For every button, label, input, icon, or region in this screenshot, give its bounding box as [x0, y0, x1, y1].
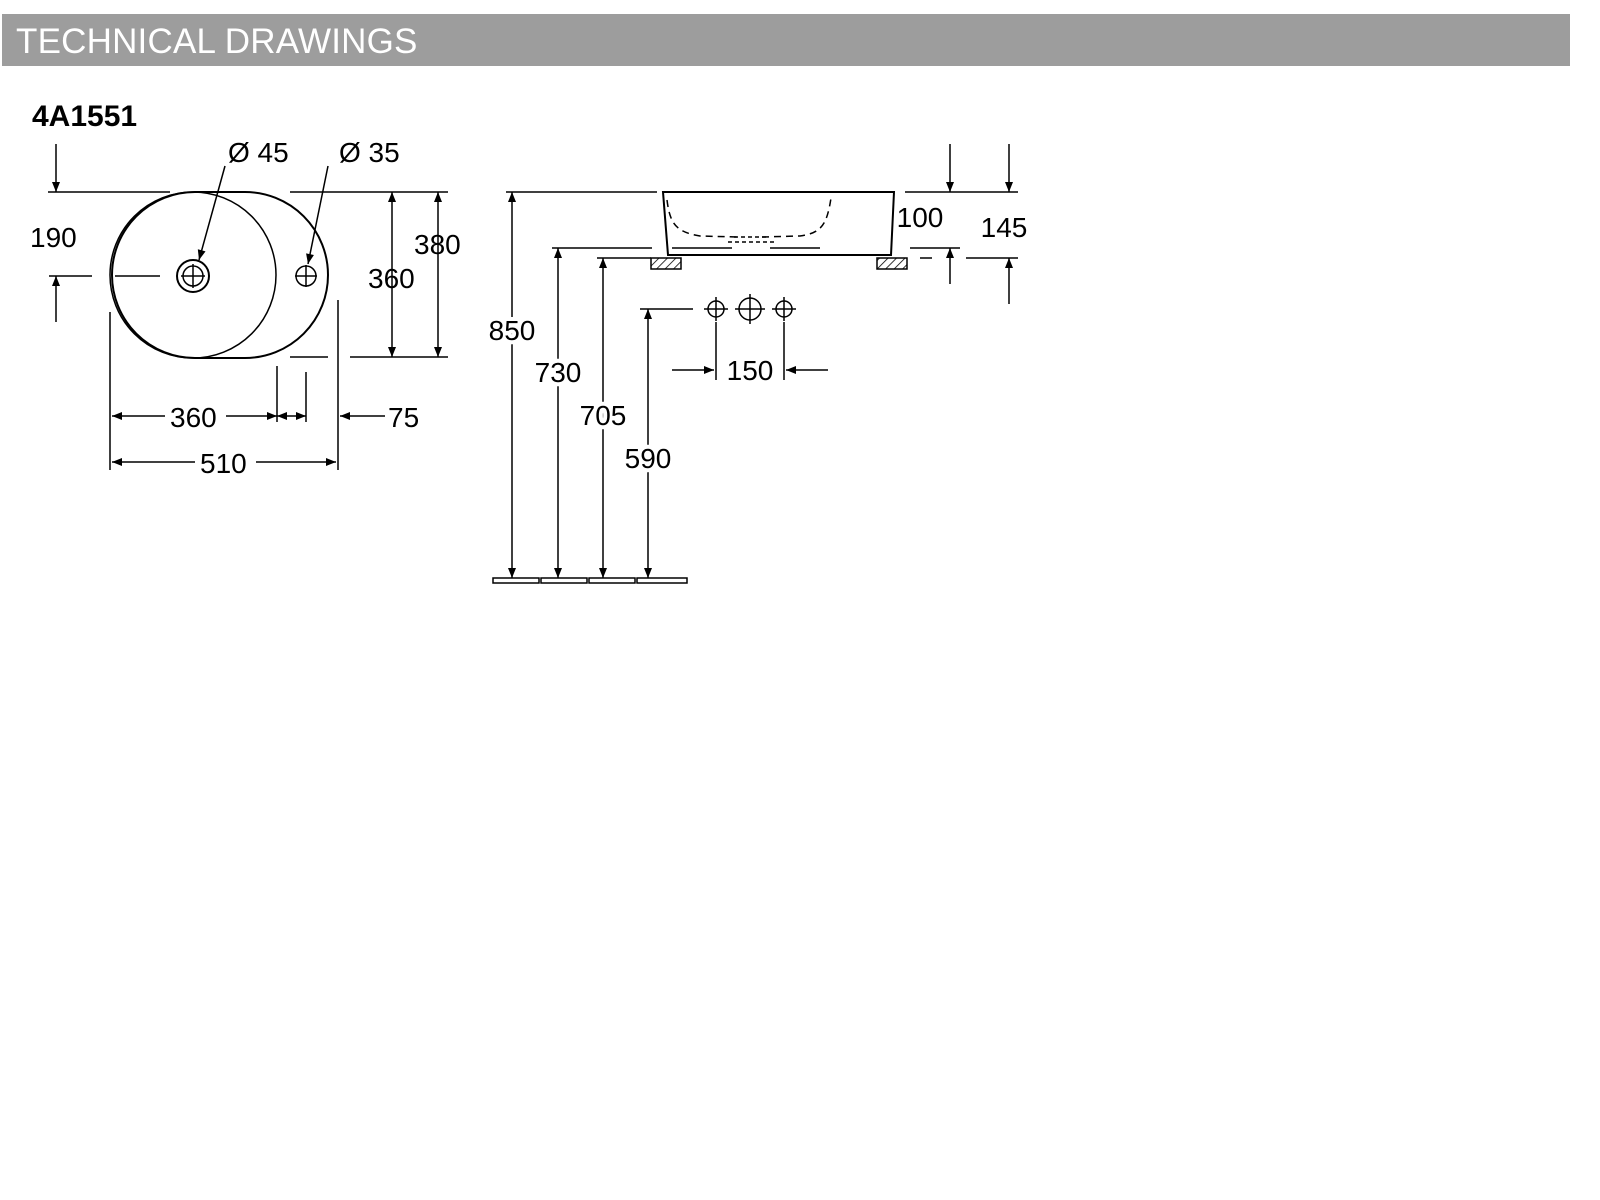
- floor-block: [636, 577, 688, 584]
- floor-block: [540, 577, 588, 584]
- dim-total-height: 145: [981, 212, 1028, 243]
- dim-tap-offset: 75: [388, 402, 419, 433]
- dim-drain-offset: 190: [30, 222, 77, 253]
- dim-width-bowl: 360: [170, 402, 217, 433]
- drain-hole-outer: [176, 259, 210, 293]
- basin-body: [661, 191, 896, 256]
- dim-height-support: 705: [580, 400, 627, 431]
- dim-drain-hole: Ø 45: [228, 137, 289, 168]
- side-view: [492, 144, 1018, 584]
- floor-block: [588, 577, 636, 584]
- support-right: [876, 257, 908, 270]
- header-bar: TECHNICAL DRAWINGS: [2, 14, 1570, 66]
- dim-height-rim: 850: [489, 315, 536, 346]
- dim-depth-outer: 380: [414, 229, 461, 260]
- dim-width-total: 510: [200, 448, 247, 479]
- basin-outline: [111, 191, 329, 359]
- top-view: [48, 144, 448, 470]
- dim-height-tap-connection: 590: [625, 443, 672, 474]
- support-left: [650, 257, 682, 270]
- dim-bowl-depth: 100: [897, 202, 944, 233]
- bowl-interior: [666, 197, 832, 238]
- header-title: TECHNICAL DRAWINGS: [16, 22, 418, 61]
- model-code: 4A1551: [32, 100, 138, 133]
- dim-tap-hole: Ø 35: [339, 137, 400, 168]
- dim-tap-spacing: 150: [727, 355, 774, 386]
- dim-depth-bowl: 360: [368, 263, 415, 294]
- bowl-circle: [109, 191, 277, 359]
- dim-height-counter: 730: [535, 357, 582, 388]
- floor-block: [492, 577, 540, 584]
